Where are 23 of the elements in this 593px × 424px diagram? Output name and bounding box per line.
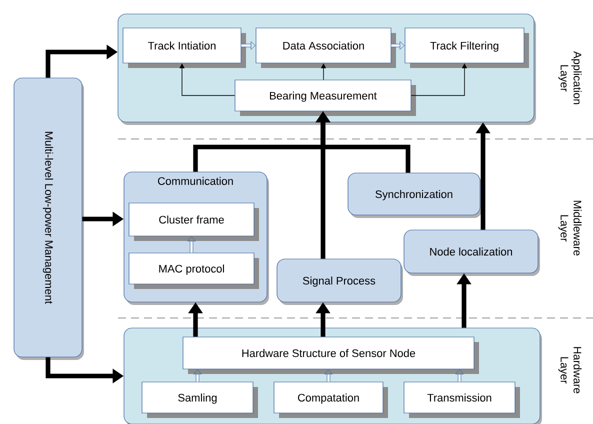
- process-box: Bearing Measurement: [234, 80, 416, 116]
- layer-label: Hardware Layer: [558, 347, 582, 394]
- block-arrow: [241, 41, 256, 50]
- process-box: Samling: [142, 382, 258, 418]
- module-box: Signal Process: [276, 258, 403, 305]
- process-box: Track Filtering: [404, 28, 529, 68]
- block-arrow: [391, 41, 405, 50]
- block-arrow: [455, 369, 464, 382]
- process-box: Data Association: [256, 28, 396, 68]
- process-box: MAC protocol: [128, 252, 259, 289]
- process-box: Transmission: [404, 382, 520, 418]
- process-box: Compatation: [274, 382, 388, 418]
- module-box: Node localization: [404, 230, 540, 276]
- process-box: Hardware Structure of Sensor Node: [182, 336, 479, 374]
- block-arrow: [187, 236, 196, 253]
- block-arrow: [324, 369, 333, 382]
- layer-label: Middleware Layer: [558, 200, 582, 256]
- module-box: Synchronization: [348, 172, 482, 218]
- process-box: Track Intiation: [122, 28, 246, 68]
- process-box: Cluster frame: [128, 202, 259, 241]
- block-arrow: [193, 369, 202, 382]
- management-box: Multi-level Low-power Management: [14, 78, 84, 360]
- layer-label: Application Layer: [558, 51, 582, 104]
